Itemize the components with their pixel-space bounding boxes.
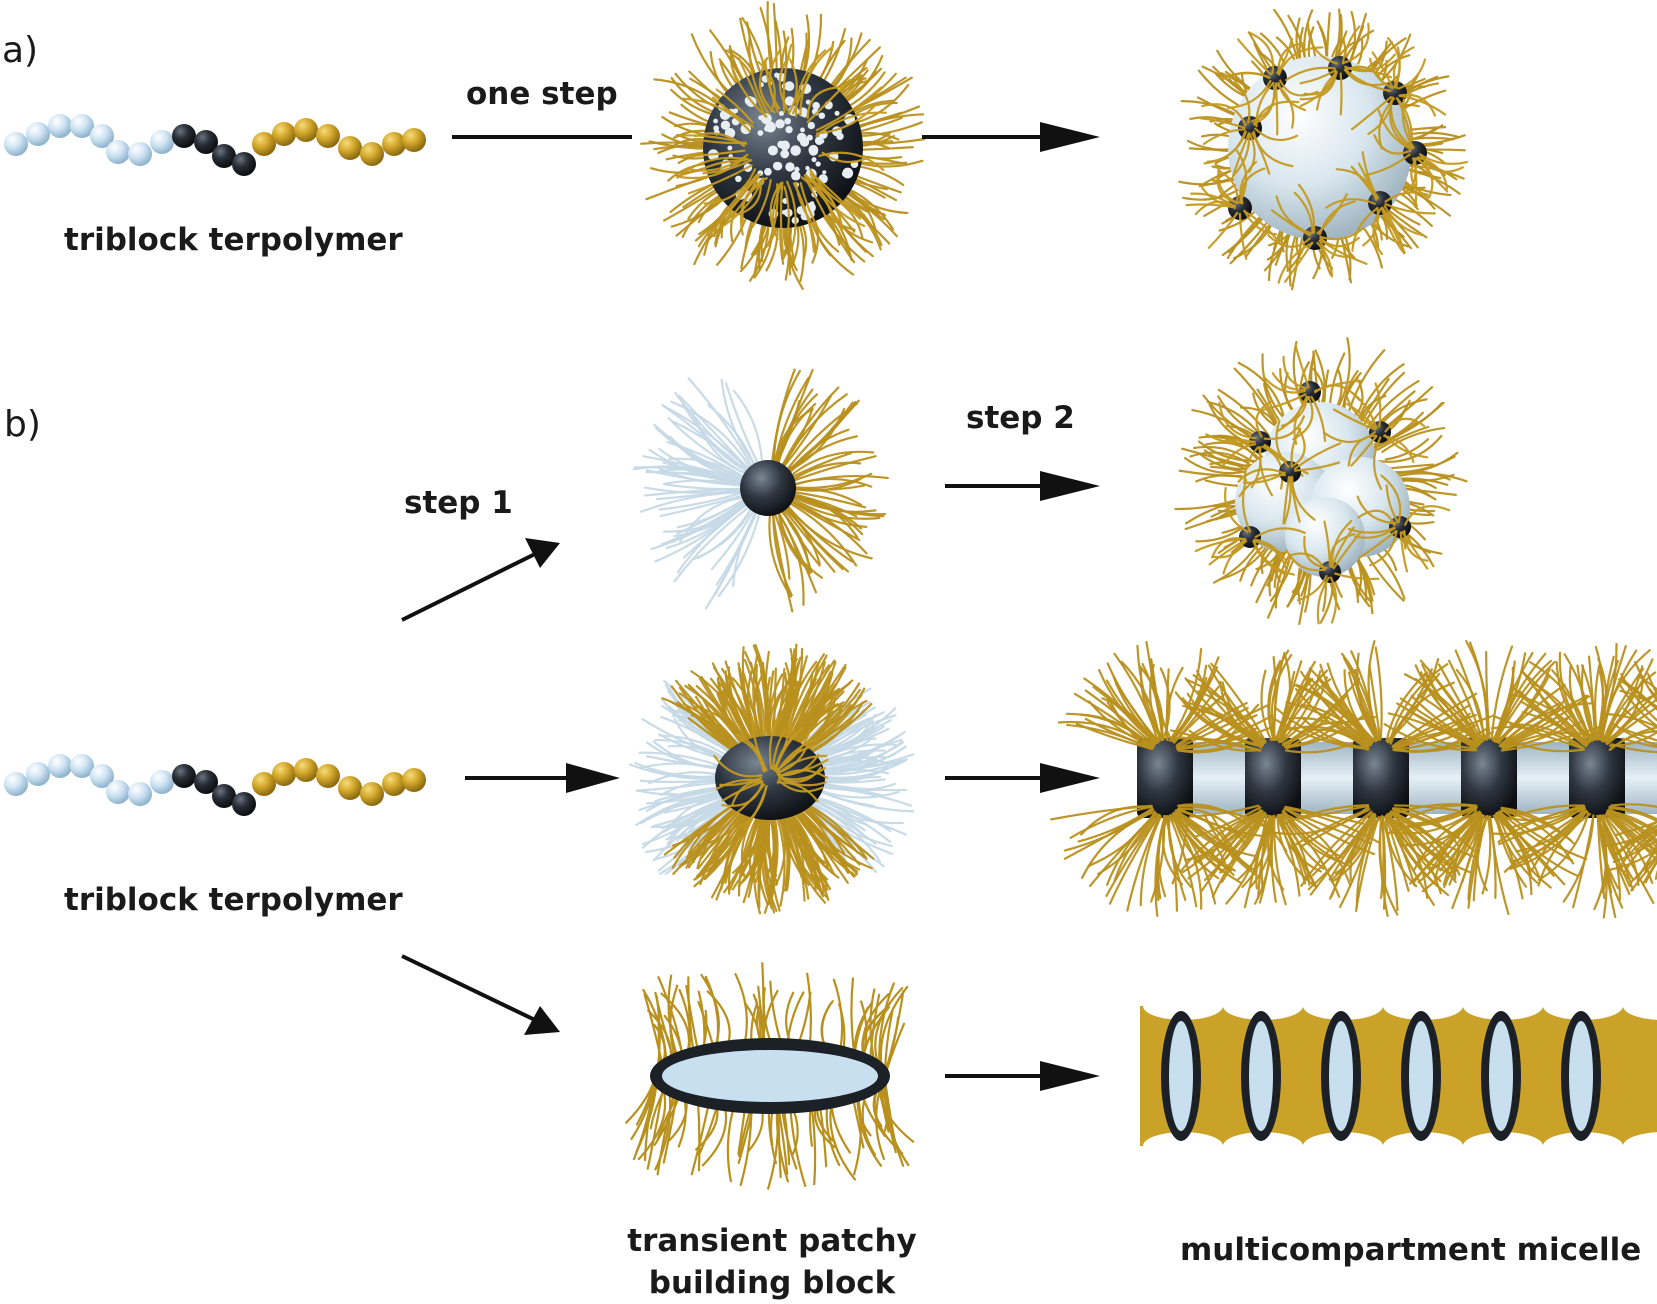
step2-arrow — [945, 471, 1100, 501]
step1-label: step 1 — [404, 485, 513, 521]
clustered-micelle-b — [1174, 337, 1468, 626]
step1-arrow — [401, 538, 560, 622]
triblock-chain-a — [4, 114, 426, 176]
polymer-label-b: triblock terpolymer — [64, 882, 403, 918]
spherical-micelle-a — [640, 0, 926, 290]
lower-diagonal-arrow — [401, 954, 560, 1035]
panel-a-label: a) — [2, 30, 39, 71]
ellipsoidal-building-block — [625, 962, 915, 1190]
janus-particle — [632, 368, 889, 613]
building-block-caption: transient patchy building block — [627, 1220, 917, 1304]
ladder-micelle — [1140, 992, 1657, 1160]
multicompartment-micelle-a — [1178, 8, 1469, 291]
micelle-caption: multicompartment micelle — [1180, 1232, 1642, 1268]
one-step-label: one step — [466, 76, 618, 112]
triblock-chain-b — [4, 754, 426, 816]
step2-label: step 2 — [966, 400, 1075, 436]
polymer-label-a: triblock terpolymer — [64, 222, 403, 258]
bottom-right-arrow — [945, 1061, 1100, 1091]
panel-b-label: b) — [4, 404, 41, 445]
patchy-particle-middle — [628, 643, 915, 915]
middle-arrow — [465, 763, 620, 793]
linear-segmented-micelle — [1050, 640, 1657, 919]
building-block-caption-text: transient patchy building block — [627, 1223, 917, 1301]
arrow-a — [922, 122, 1100, 152]
middle-right-arrow — [945, 763, 1100, 793]
